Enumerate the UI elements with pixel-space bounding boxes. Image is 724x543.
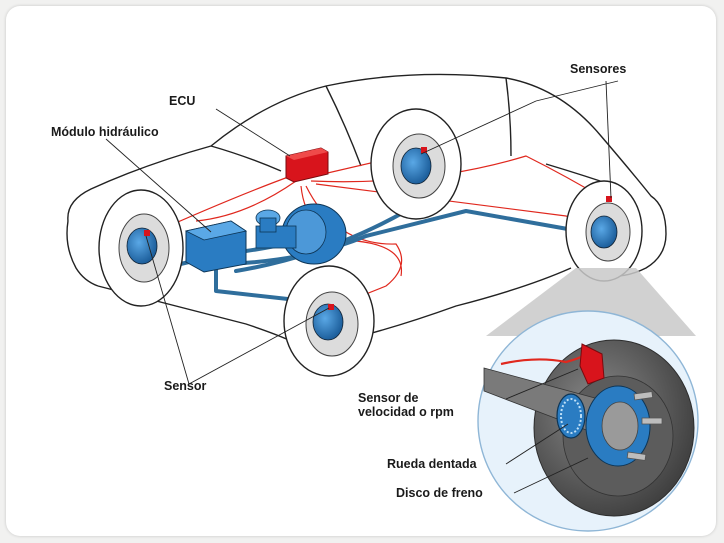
wheel-rear-left — [98, 189, 184, 307]
brake-booster — [255, 203, 347, 265]
wheel-rear-right — [283, 265, 375, 377]
label-sensor: Sensor — [164, 379, 207, 393]
label-speed-sensor: Sensor de velocidad o rpm — [358, 391, 454, 419]
label-brake-disc: Disco de freno — [396, 486, 483, 500]
wheel-front-left — [370, 108, 462, 220]
wheel-front-right — [565, 180, 643, 282]
label-ecu: ECU — [169, 94, 196, 108]
label-sensors: Sensores — [570, 62, 627, 76]
zoom-detail — [477, 310, 699, 532]
speed-sensor-detail — [579, 343, 605, 385]
diagram-canvas: ECU Módulo hidráulico Sensores Sensor Se… — [6, 6, 716, 536]
wheel-studs — [626, 391, 663, 461]
hydraulic-module — [184, 220, 248, 273]
label-hydraulic-module: Módulo hidráulico — [51, 125, 159, 139]
ecu-unit — [285, 147, 329, 183]
label-toothed-wheel: Rueda dentada — [387, 457, 477, 471]
zoom-projection — [486, 268, 696, 336]
abs-system-diagram — [66, 73, 699, 532]
leader-lines — [105, 80, 619, 494]
